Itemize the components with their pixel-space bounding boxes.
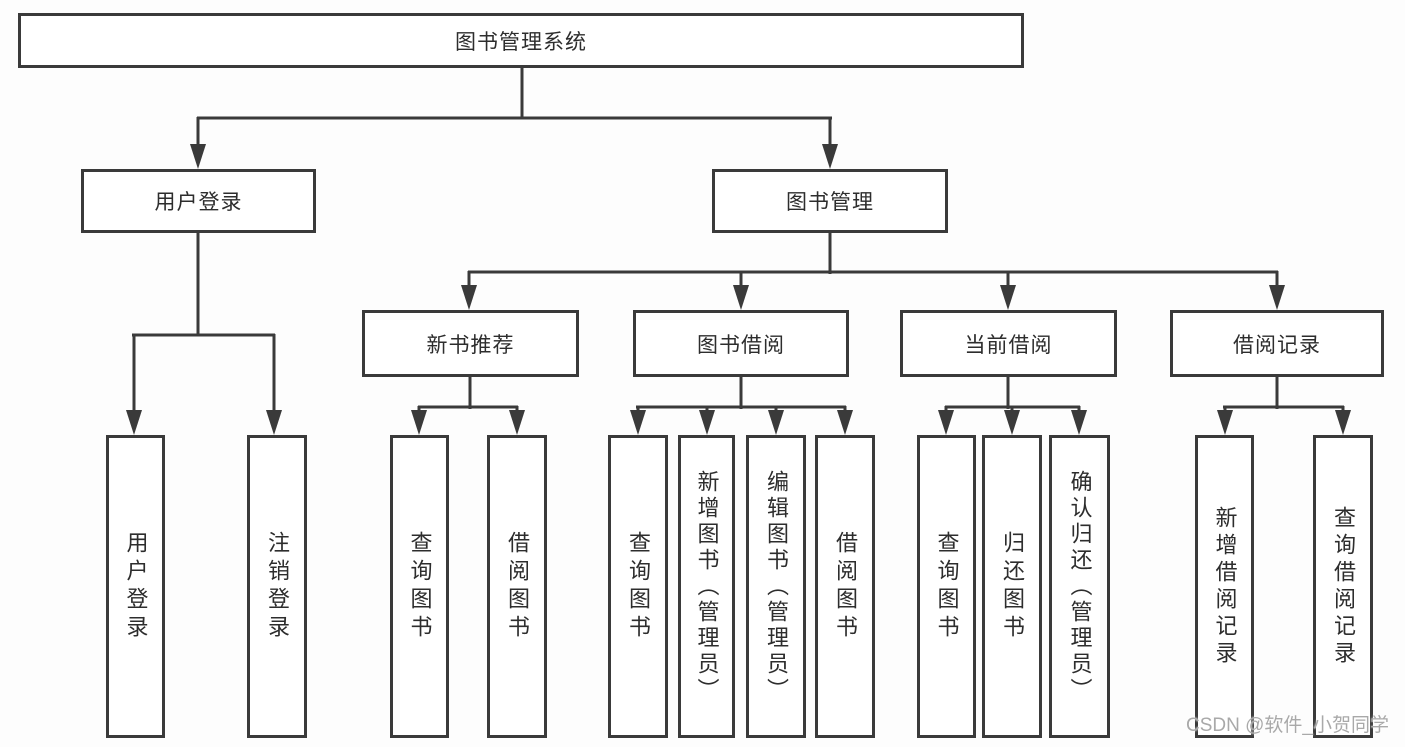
node-borrow-record-label: 借阅记录 bbox=[1233, 333, 1321, 357]
node-book-management-label: 图书管理 bbox=[786, 191, 874, 214]
connector-leaf-drop bbox=[272, 334, 276, 412]
node-user-login: 用户登录 bbox=[81, 169, 316, 233]
leaf-bb-borrow-book-label: 借阅图书 bbox=[833, 530, 858, 643]
leaf-cb-query-book: 查询图书 bbox=[917, 435, 976, 738]
arrowhead-down-icon bbox=[509, 410, 525, 435]
arrowhead-down-icon bbox=[1269, 285, 1285, 310]
leaf-br-query-record: 查询借阅记录 bbox=[1313, 435, 1373, 738]
arrowhead-down-icon bbox=[1004, 410, 1020, 435]
arrowhead-down-icon bbox=[190, 144, 206, 169]
connector-bookmgmt-drop bbox=[828, 117, 832, 147]
leaf-bb-add-book-label: 新增图书（管理员） bbox=[694, 469, 720, 704]
connector-userlogin-drop bbox=[196, 117, 200, 147]
connector-nbr-stem bbox=[468, 377, 472, 409]
node-current-borrow: 当前借阅 bbox=[900, 310, 1117, 377]
connector-cb-stem bbox=[1006, 377, 1010, 409]
leaf-cb-return-book-label: 归还图书 bbox=[1000, 530, 1025, 643]
leaf-bb-add-book: 新增图书（管理员） bbox=[678, 435, 735, 738]
leaf-cb-confirm-return-label: 确认归还（管理员） bbox=[1067, 469, 1093, 704]
leaf-cb-return-book: 归还图书 bbox=[982, 435, 1042, 738]
node-root-label: 图书管理系统 bbox=[455, 30, 587, 54]
node-root: 图书管理系统 bbox=[18, 13, 1024, 68]
node-borrow-record: 借阅记录 bbox=[1170, 310, 1384, 377]
node-user-login-label: 用户登录 bbox=[154, 191, 243, 214]
arrowhead-down-icon bbox=[938, 410, 954, 435]
arrowhead-down-icon bbox=[411, 410, 427, 435]
arrowhead-down-icon bbox=[461, 285, 477, 310]
leaf-logout-label: 注销登录 bbox=[265, 530, 290, 643]
connector-userlogin-bar bbox=[132, 333, 275, 337]
leaf-user-login-label: 用户登录 bbox=[123, 530, 149, 643]
leaf-br-add-record-label: 新增借阅记录 bbox=[1212, 505, 1238, 668]
leaf-nbr-query-book: 查询图书 bbox=[390, 435, 449, 738]
arrowhead-down-icon bbox=[733, 285, 749, 310]
connector-root-stem bbox=[520, 68, 524, 119]
connector-root-bar bbox=[197, 116, 832, 120]
leaf-logout: 注销登录 bbox=[247, 435, 307, 738]
connector-l3-drop bbox=[1275, 271, 1279, 288]
leaf-nbr-borrow-book: 借阅图书 bbox=[487, 435, 547, 738]
connector-l3-drop bbox=[1006, 271, 1010, 288]
connector-br-bar bbox=[1223, 405, 1344, 409]
arrowhead-down-icon bbox=[837, 410, 853, 435]
arrowhead-down-icon bbox=[1335, 410, 1351, 435]
connector-userlogin-stem bbox=[196, 233, 200, 336]
watermark: CSDN @软件_小贺同学 bbox=[1186, 715, 1389, 736]
arrowhead-down-icon bbox=[630, 410, 646, 435]
connector-bb-bar bbox=[636, 405, 846, 409]
arrowhead-down-icon bbox=[768, 410, 784, 435]
node-book-management: 图书管理 bbox=[712, 169, 948, 233]
connector-bb-stem bbox=[739, 377, 743, 409]
connector-bookmgmt-stem bbox=[828, 233, 832, 274]
arrowhead-down-icon bbox=[266, 410, 282, 435]
leaf-user-login: 用户登录 bbox=[106, 435, 165, 738]
connector-bookmgmt-bar bbox=[468, 270, 1278, 274]
arrowhead-down-icon bbox=[1217, 410, 1233, 435]
connector-l3-drop bbox=[467, 271, 471, 288]
leaf-bb-edit-book-label: 编辑图书（管理员） bbox=[764, 469, 789, 704]
arrowhead-down-icon bbox=[822, 144, 838, 169]
leaf-nbr-query-book-label: 查询图书 bbox=[407, 530, 433, 643]
leaf-cb-confirm-return: 确认归还（管理员） bbox=[1049, 435, 1110, 738]
node-book-borrow: 图书借阅 bbox=[633, 310, 849, 377]
arrowhead-down-icon bbox=[1071, 410, 1087, 435]
node-book-borrow-label: 图书借阅 bbox=[697, 333, 785, 357]
node-new-book-recommend: 新书推荐 bbox=[362, 310, 579, 377]
connector-leaf-drop bbox=[132, 334, 136, 412]
leaf-br-add-record: 新增借阅记录 bbox=[1195, 435, 1254, 738]
leaf-nbr-borrow-book-label: 借阅图书 bbox=[505, 530, 530, 643]
connector-l3-drop bbox=[739, 271, 743, 288]
arrowhead-down-icon bbox=[126, 410, 142, 435]
arrowhead-down-icon bbox=[699, 410, 715, 435]
connector-br-stem bbox=[1275, 377, 1279, 409]
node-new-book-recommend-label: 新书推荐 bbox=[426, 333, 515, 357]
connector-nbr-bar bbox=[418, 405, 518, 409]
leaf-bb-query-book-label: 查询图书 bbox=[626, 530, 651, 643]
leaf-cb-query-book-label: 查询图书 bbox=[934, 530, 960, 643]
node-current-borrow-label: 当前借阅 bbox=[964, 333, 1053, 357]
leaf-bb-query-book: 查询图书 bbox=[608, 435, 668, 738]
leaf-bb-borrow-book: 借阅图书 bbox=[815, 435, 875, 738]
leaf-br-query-record-label: 查询借阅记录 bbox=[1331, 505, 1356, 668]
arrowhead-down-icon bbox=[1000, 285, 1016, 310]
leaf-bb-edit-book: 编辑图书（管理员） bbox=[746, 435, 806, 738]
